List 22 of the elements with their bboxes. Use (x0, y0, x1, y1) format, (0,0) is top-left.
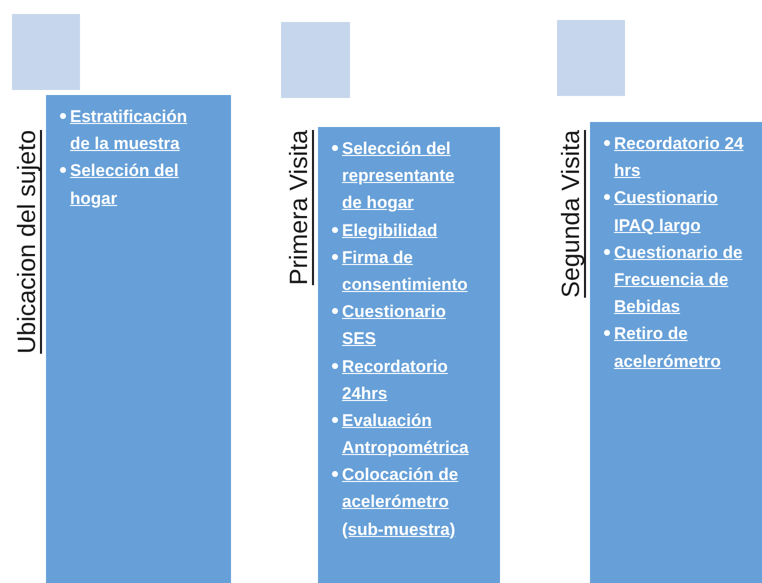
square-tile (10, 12, 82, 92)
column-title: Segunda Visita (556, 130, 586, 298)
list-item: Retiro de acelerómetro (614, 323, 722, 372)
list-item: Colocación de acelerómetro (sub-muestra) (342, 464, 460, 541)
list-item: Estratificación de la muestra (70, 106, 188, 156)
list-item: Recordatorio 24 hrs (614, 133, 744, 182)
column-title: Primera Visita (284, 130, 314, 286)
list-item: Cuestionario de Frecuencia de Bebidas (614, 242, 744, 318)
list-item: Selección del hogar (70, 160, 180, 210)
square-tile (279, 20, 352, 100)
list-item: Selección del representante de hogar (342, 138, 456, 214)
column-panel (590, 122, 762, 583)
list-item: Cuestionario IPAQ largo (614, 187, 719, 237)
list-item: Elegibilidad (342, 220, 438, 242)
list-item: Cuestionario SES (342, 301, 447, 350)
list-item: Evaluación Antropométrica (342, 410, 470, 460)
square-tile (555, 18, 627, 98)
column-panel (46, 95, 231, 583)
column-panel (318, 127, 500, 583)
column-title: Ubicacion del sujeto (12, 130, 42, 354)
list-item: Recordatorio 24hrs (342, 356, 449, 405)
list-item: Firma de consentimiento (342, 246, 469, 296)
